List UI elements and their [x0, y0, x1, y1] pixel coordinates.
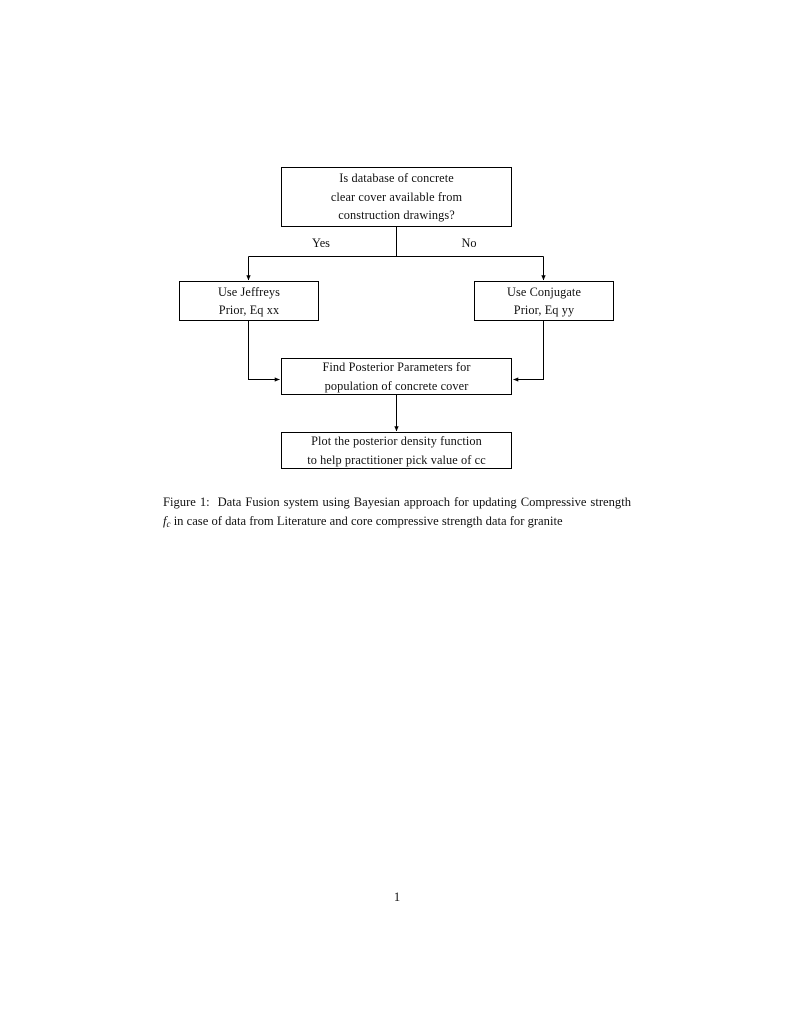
- edge-label-yes: Yes: [312, 236, 330, 250]
- node-question-line-2: clear cover available from: [330, 189, 463, 204]
- page-number: 1: [393, 890, 401, 904]
- caption-label: Figure 1:: [163, 495, 210, 509]
- flowchart-node-plot-density[interactable]: Plot the posterior density function to h…: [281, 432, 512, 469]
- node-plot-line-1: Plot the posterior density function: [311, 434, 482, 448]
- edge-jeffreys-to-posterior: [248, 321, 280, 382]
- caption-last-line: strength data for granite: [441, 514, 563, 529]
- node-jeffreys-line-2: Prior, Eq xx: [218, 303, 280, 317]
- node-posterior-line-2: population of concrete cover: [324, 378, 469, 393]
- flowchart-connectors: [246, 227, 546, 432]
- figure-flowchart: Is database of concrete clear cover avai…: [0, 0, 794, 500]
- flowchart-node-question[interactable]: Is database of concrete clear cover avai…: [281, 167, 512, 227]
- node-question-line-3: construction drawings?: [338, 208, 455, 223]
- flowchart-node-conjugate-prior[interactable]: Use Conjugate Prior, Eq yy: [474, 281, 614, 321]
- node-plot-line-2: to help practitioner pick value of cc: [307, 452, 486, 467]
- figure-caption: Figure 1: Data Fusion system using Bayes…: [163, 493, 631, 534]
- caption-text-after-math: in case of data from Literature and core…: [173, 514, 439, 529]
- flowchart-node-jeffreys-prior[interactable]: Use Jeffreys Prior, Eq xx: [179, 281, 319, 321]
- caption-math-subscript: c: [166, 519, 171, 530]
- flowchart-node-find-posterior[interactable]: Find Posterior Parameters for population…: [281, 358, 512, 395]
- caption-math-base: f: [163, 514, 167, 529]
- node-question-line-1: Is database of concrete: [339, 171, 454, 186]
- caption-text-before-math: Data Fusion system using Bayesian approa…: [217, 495, 631, 509]
- node-posterior-line-1: Find Posterior Parameters for: [322, 360, 471, 374]
- node-conjugate-line-2: Prior, Eq yy: [513, 303, 575, 317]
- edge-label-no: No: [461, 236, 477, 250]
- node-jeffreys-line-1: Use Jeffreys: [217, 284, 281, 299]
- node-conjugate-line-1: Use Conjugate: [506, 284, 582, 299]
- edge-conjugate-to-posterior: [513, 321, 544, 382]
- caption-math-symbol: fc: [163, 514, 171, 530]
